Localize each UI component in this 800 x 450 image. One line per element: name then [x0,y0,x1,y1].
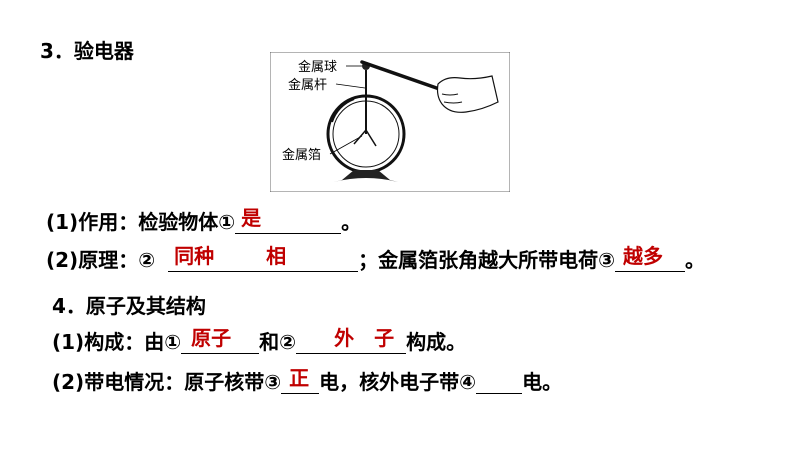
section-heading-4: 4．原子及其结构 [52,294,206,318]
label-metal-ball: 金属球 [298,59,337,75]
label-metal-foil: 金属箔 [282,147,321,163]
item-composition: (1)构成：由① 原子 和② 外 子构成。 [52,326,467,354]
item-principle-prefix: (2)原理：② [46,248,156,272]
metal-foil-right [365,129,377,147]
electroscope-figure: 金属球 金属杆 金属箔 [270,52,510,192]
label-metal-rod: 金属杆 [288,77,327,93]
electroscope-stand [334,170,398,182]
answer-is: 是 [241,206,262,230]
item-function-suffix: 。 [341,210,362,234]
answer-electron: 外 子 [334,326,395,350]
answer-blank-7 [476,371,523,394]
answer-blank-4: 原子 [181,326,260,354]
item-principle: (2)原理：② 同种 相 ；金属箔张角越大所带电荷③ 越多。 [46,244,706,272]
leader-rod [335,83,366,89]
answer-blank-5: 外 子 [296,326,407,354]
answer-nucleus: 原子 [191,326,232,350]
answer-repel: 相 [266,244,287,268]
item-principle-suffix: 。 [685,248,706,272]
item-charge: (2)带电情况：原子核带③ 正电，核外电子带④ 电。 [52,366,563,394]
item-principle-middle: ；金属箔张角越大所带电荷③ [358,248,616,272]
answer-blank-3: 越多 [615,244,686,272]
section-heading-3: 3．验电器 [40,39,134,63]
metal-foil-left [353,129,367,145]
answer-blank-2: 同种 相 [168,244,359,272]
answer-blank-1: 是 [235,206,342,234]
item-composition-joiner: 和② [259,330,297,354]
item-composition-suffix: 构成。 [406,330,467,354]
leader-foil [329,135,363,155]
answer-same-kind: 同种 [174,244,215,268]
hand-icon [436,75,499,113]
answer-positive: 正 [289,366,310,390]
item-charge-prefix: (2)带电情况：原子核带③ [52,370,282,394]
answer-more: 越多 [623,244,664,268]
answer-blank-6: 正 [281,366,320,394]
item-charge-middle: 电，核外电子带④ [319,370,477,394]
item-function-prefix: (1)作用：检验物体① [46,210,236,234]
item-charge-suffix: 电。 [522,370,563,394]
item-composition-prefix: (1)构成：由① [52,330,182,354]
charged-rod [360,60,450,94]
